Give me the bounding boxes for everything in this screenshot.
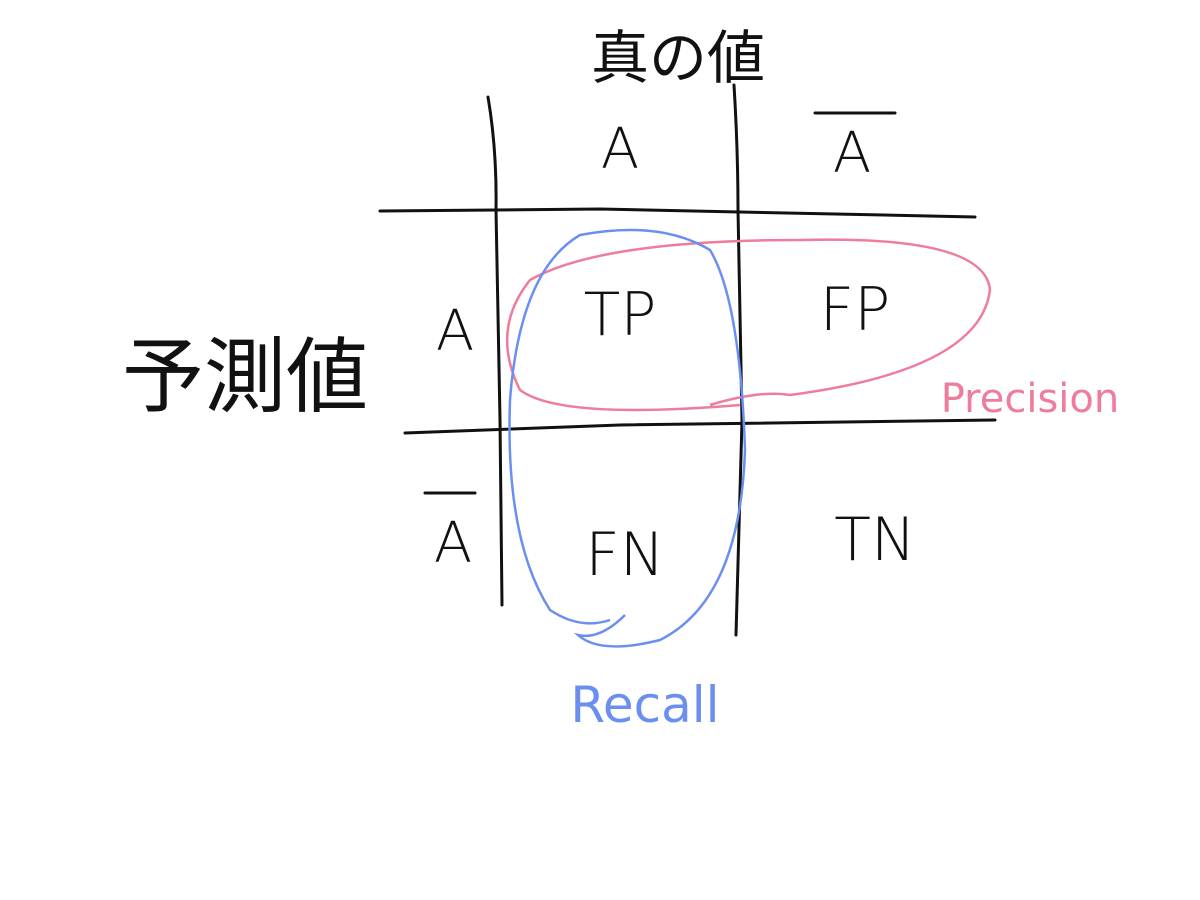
row-header-not-a: A	[434, 511, 472, 576]
precision-label: Precision	[941, 376, 1119, 422]
recall-label: Recall	[570, 676, 719, 734]
precision-ellipse	[505, 238, 992, 412]
grid-vertical-line-right	[732, 83, 744, 637]
grid-vertical-line-left	[486, 95, 504, 607]
recall-ellipse	[508, 228, 747, 648]
column-header-a: A	[601, 117, 639, 182]
actual-value-title: 真の値	[591, 24, 765, 92]
cell-fp: FP	[820, 275, 891, 345]
cell-fn: FN	[585, 520, 664, 590]
grid-horizontal-line-bottom	[403, 418, 997, 435]
row-header-a: A	[436, 299, 474, 364]
cell-tp: TP	[584, 280, 657, 350]
grid-horizontal-line-top	[378, 207, 977, 219]
column-header-not-a: A	[833, 121, 871, 186]
cell-tn: TN	[834, 505, 916, 575]
predicted-value-title: 予測値	[122, 330, 368, 425]
